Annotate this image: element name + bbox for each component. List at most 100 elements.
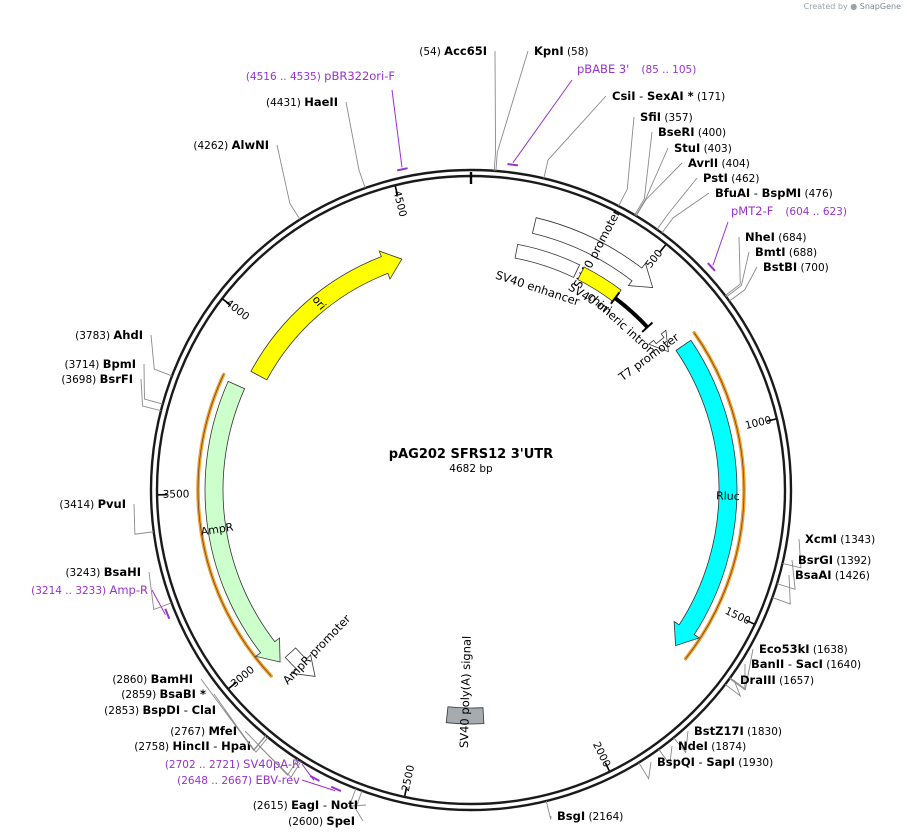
site-alwni-label: (4262) AlwNI bbox=[193, 138, 269, 152]
scale-tick-label: 4500 bbox=[391, 189, 409, 218]
site-ahdi-position: (3783) bbox=[75, 330, 113, 342]
site-bspqi-name2: SapI bbox=[706, 755, 735, 769]
feature-sv40-enhancer bbox=[514, 243, 581, 278]
site-alwni-name: AlwNI bbox=[232, 138, 269, 152]
site-bsrfi-name: BsrFI bbox=[100, 372, 133, 386]
site-xcmi-leader bbox=[782, 538, 802, 569]
site-eco53ki-position: (1638) bbox=[810, 644, 848, 656]
feature-ampr-label: AmpR bbox=[200, 520, 235, 538]
site-bstz17i-leader bbox=[673, 730, 689, 754]
site-sfii-name: SfiI bbox=[640, 110, 661, 124]
feature-t7-promoter bbox=[648, 329, 669, 353]
scale-tick bbox=[745, 619, 755, 625]
site-bamhi-name: BamHI bbox=[151, 672, 193, 686]
site-mfei-name: MfeI bbox=[208, 724, 237, 738]
site-bmti-position: (688) bbox=[786, 247, 818, 259]
site-avrii-leader bbox=[635, 162, 683, 217]
site-bpmi-leader bbox=[143, 363, 163, 405]
site-psti-label: PstI (462) bbox=[703, 171, 759, 185]
primer-pbabe-3--bar bbox=[507, 163, 519, 167]
site-spei-name: SpeI bbox=[326, 814, 355, 828]
site-spei-label: (2600) SpeI bbox=[288, 814, 355, 828]
site-eagi-leader bbox=[348, 788, 367, 807]
site-bpmi-label: (3714) BpmI bbox=[64, 357, 136, 371]
site-bseri-label: BseRI (400) bbox=[658, 125, 726, 139]
site-ahdi-label: (3783) AhdI bbox=[75, 328, 143, 342]
site-bsrfi-label: (3698) BsrFI bbox=[61, 372, 133, 386]
site-csii-position: (171) bbox=[694, 91, 726, 103]
site-bsgi-leader bbox=[545, 800, 552, 820]
scale-tick bbox=[659, 244, 667, 253]
site-bsrfi-position: (3698) bbox=[61, 374, 99, 386]
site-avrii-label: AvrII (404) bbox=[688, 156, 750, 170]
site-acc65i-name: Acc65I bbox=[444, 44, 487, 58]
primer-ebv-rev-leader bbox=[301, 779, 336, 792]
site-bspqi-position: (1930) bbox=[735, 757, 773, 769]
site-eagi-label: (2615) EagI - NotI bbox=[253, 798, 358, 812]
feature-rluc bbox=[673, 339, 738, 647]
scale-tick-label: 4000 bbox=[223, 297, 252, 323]
site-bstbi-label: BstBI (700) bbox=[763, 260, 829, 274]
site-ndei-leader bbox=[658, 745, 673, 766]
site-bspdi-label: (2853) BspDI - ClaI bbox=[104, 703, 216, 717]
plasmid-length: 4682 bp bbox=[449, 463, 493, 475]
site-ndei-name: NdeI bbox=[678, 739, 708, 753]
site-bseri-position: (400) bbox=[695, 127, 727, 139]
site-bsrfi-leader bbox=[140, 378, 162, 412]
site-kpni-label: KpnI (58) bbox=[534, 44, 589, 58]
primer-sv40pa-r-range: (2702 .. 2721) bbox=[165, 759, 243, 771]
primer-pmt2-f-leader bbox=[712, 221, 729, 266]
site-bsaai-leader bbox=[772, 574, 791, 605]
site-ndei-position: (1874) bbox=[708, 741, 746, 753]
feature-sv40-promoter bbox=[531, 217, 654, 289]
primer-pbr322ori-f-leader bbox=[391, 89, 403, 168]
site-bmti-label: BmtI (688) bbox=[755, 245, 817, 259]
site-nhei-label: NheI (684) bbox=[745, 230, 806, 244]
scale-tick-label: 3500 bbox=[163, 488, 190, 500]
primer-amp-r-bar bbox=[164, 608, 171, 620]
site-bspqi-leader bbox=[638, 761, 652, 781]
site-pvui-label: (3414) PvuI bbox=[59, 497, 126, 511]
site-kpni-position: (58) bbox=[564, 46, 589, 58]
site-haeii-name: HaeII bbox=[304, 95, 338, 109]
primer-pbr322ori-f-range: (4516 .. 4535) bbox=[246, 71, 324, 83]
site-bstz17i-position: (1830) bbox=[744, 726, 782, 738]
scale-tick-label: 3000 bbox=[229, 664, 257, 690]
site-stui-position: (403) bbox=[700, 143, 732, 155]
site-bfuai-dash: - bbox=[750, 186, 761, 200]
site-csii-star: * bbox=[684, 89, 694, 103]
scale-tick bbox=[394, 186, 399, 196]
site-draiii-position: (1657) bbox=[776, 675, 814, 687]
primer-sv40pa-r-label: (2702 .. 2721) SV40pA-R bbox=[165, 757, 300, 771]
scale-tick bbox=[403, 786, 408, 797]
site-bsrgi-position: (1392) bbox=[833, 555, 871, 567]
credit-brand: SnapGene bbox=[859, 2, 901, 11]
site-banii-name: BanII bbox=[751, 657, 784, 671]
site-ndei-label: NdeI (1874) bbox=[678, 739, 746, 753]
site-sfii-position: (357) bbox=[661, 112, 693, 124]
site-ahdi-leader bbox=[150, 334, 173, 377]
primer-pbabe-3--range: (85 .. 105) bbox=[641, 64, 696, 76]
scale-tick bbox=[766, 418, 777, 422]
primer-ebv-rev-bar bbox=[330, 785, 342, 792]
site-bspdi-name2: ClaI bbox=[192, 703, 216, 717]
feature-sv40-poly-a-signal bbox=[445, 706, 485, 725]
site-nhei-name: NheI bbox=[745, 230, 775, 244]
site-draiii-name: DraIII bbox=[740, 673, 776, 687]
primer-ebv-rev-name: EBV-rev bbox=[255, 773, 300, 787]
primer-pbabe-3--label: pBABE 3'(85 .. 105) bbox=[577, 62, 696, 76]
primer-pmt2-f-label: pMT2-F(604 .. 623) bbox=[731, 204, 847, 218]
site-bsabi-star: * bbox=[196, 687, 206, 701]
site-mfei-leader bbox=[244, 730, 299, 776]
site-bsaai-name: BsaAI bbox=[795, 568, 832, 582]
primer-sv40pa-r-name: SV40pA-R bbox=[243, 757, 300, 771]
site-csii-name: CsiI bbox=[612, 89, 636, 103]
site-mfei-position: (2767) bbox=[170, 726, 208, 738]
primer-pbabe-3--leader bbox=[512, 79, 573, 163]
site-stui-name: StuI bbox=[674, 141, 700, 155]
site-bamhi-leader bbox=[200, 678, 267, 751]
scale-tick bbox=[222, 298, 231, 306]
primer-amp-r-name: Amp-R bbox=[109, 583, 148, 597]
plasmid-name: pAG202 SFRS12 3'UTR bbox=[389, 447, 553, 462]
